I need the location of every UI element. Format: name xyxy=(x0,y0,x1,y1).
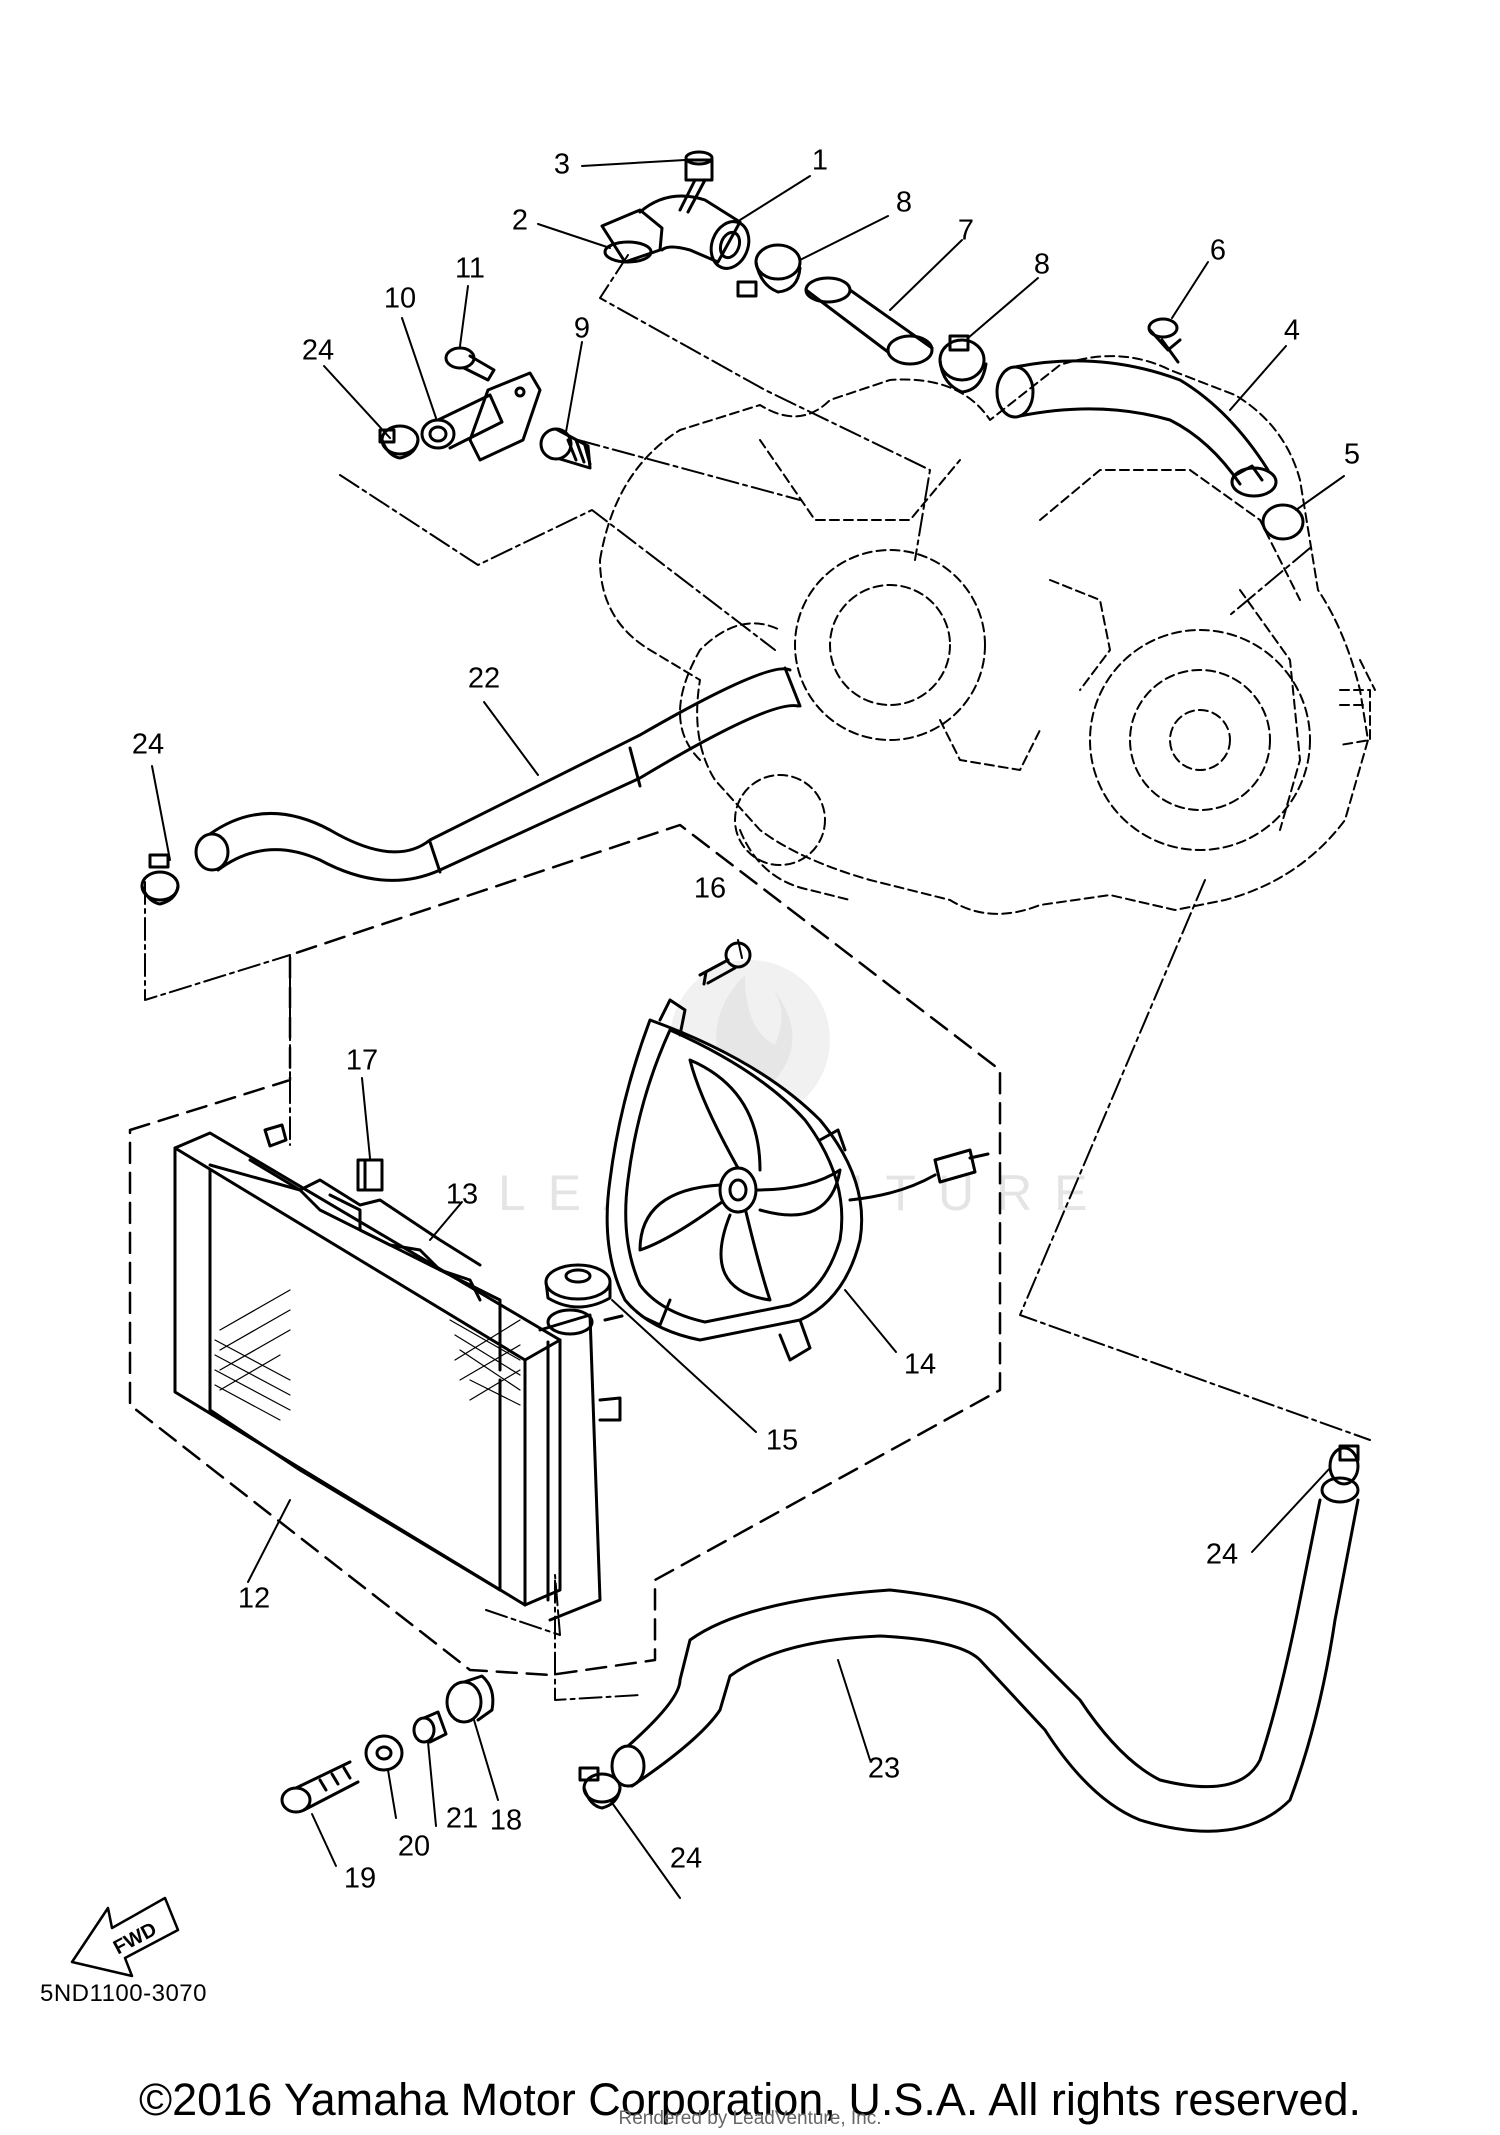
callout-9: 9 xyxy=(574,313,590,345)
radiator-core-mesh xyxy=(214,1289,521,1421)
radiator-assembly-boundary xyxy=(128,823,1002,1677)
callout-23: 23 xyxy=(868,1753,900,1785)
radiator-cap-15 xyxy=(544,1263,612,1309)
thermostat-9 xyxy=(539,427,592,470)
callout-6: 6 xyxy=(1210,235,1226,267)
clip-17 xyxy=(356,1158,384,1192)
diagram-reference-code: 5ND1100-3070 xyxy=(40,1980,208,2007)
render-credit: Rendered by LeadVenture, Inc. xyxy=(618,2108,882,2129)
callout-19: 19 xyxy=(344,1863,376,1895)
bolt-19 xyxy=(280,1760,360,1814)
callout-21: 21 xyxy=(446,1803,478,1835)
water-pipe-1 xyxy=(600,194,751,270)
straight-hose-7 xyxy=(804,276,934,366)
callout-3: 3 xyxy=(554,149,570,181)
callout-10: 10 xyxy=(384,283,416,315)
callout-24c: 24 xyxy=(1206,1539,1238,1571)
washer-20 xyxy=(364,1734,404,1772)
callout-24d: 24 xyxy=(670,1843,702,1875)
hose-clamp-24b xyxy=(378,424,420,460)
curved-hose-4 xyxy=(995,359,1278,498)
hose-clamp-24c xyxy=(1328,1444,1360,1486)
leader-lines xyxy=(144,254,1371,1701)
fitting-10 xyxy=(420,371,542,462)
radiator-hose-22 xyxy=(194,666,802,882)
bracket-13 xyxy=(328,1193,482,1302)
callout-14: 14 xyxy=(904,1349,936,1381)
callout-13: 13 xyxy=(446,1179,478,1211)
forward-direction-arrow: FWD xyxy=(70,1896,180,1978)
callout-2: 2 xyxy=(512,205,528,237)
callout-12: 12 xyxy=(238,1583,270,1615)
callout-15: 15 xyxy=(766,1425,798,1457)
callout-11: 11 xyxy=(455,253,485,285)
o-ring-2 xyxy=(603,240,653,264)
callout-1: 1 xyxy=(812,145,828,177)
callout-16: 16 xyxy=(694,873,726,905)
copyright-notice: ©2016 Yamaha Motor Corporation, U.S.A. A… xyxy=(138,2074,1362,2125)
callout-18: 18 xyxy=(490,1805,522,1837)
hose-clamp-8b xyxy=(938,334,988,394)
callout-numbers: 1 2 3 4 5 6 7 8 8 9 10 11 12 13 14 15 16… xyxy=(132,145,1360,1895)
callout-5: 5 xyxy=(1344,439,1360,471)
callout-leaders xyxy=(151,159,1345,1899)
bolt-11 xyxy=(444,346,496,382)
collar-21 xyxy=(412,1710,448,1744)
cooling-fan-14 xyxy=(605,998,990,1362)
callout-24b: 24 xyxy=(302,335,334,367)
callout-17: 17 xyxy=(346,1045,378,1077)
callout-8a: 8 xyxy=(896,187,912,219)
hose-clamp-8a xyxy=(736,243,802,298)
grommet-18 xyxy=(445,1674,495,1724)
callout-22: 22 xyxy=(468,663,500,695)
callout-8b: 8 xyxy=(1034,249,1050,281)
callout-7: 7 xyxy=(958,215,974,247)
callout-24a: 24 xyxy=(132,729,164,761)
bolt-6 xyxy=(1147,317,1182,364)
hose-clamp-24d xyxy=(578,1766,622,1810)
hose-clamp-24a xyxy=(140,853,180,906)
radiator-hose-23 xyxy=(610,1476,1360,1833)
o-ring-5 xyxy=(1261,503,1305,541)
callout-4: 4 xyxy=(1284,315,1300,347)
callout-20: 20 xyxy=(398,1831,430,1863)
engine-outline xyxy=(599,355,1376,915)
bolt-3 xyxy=(678,150,714,214)
